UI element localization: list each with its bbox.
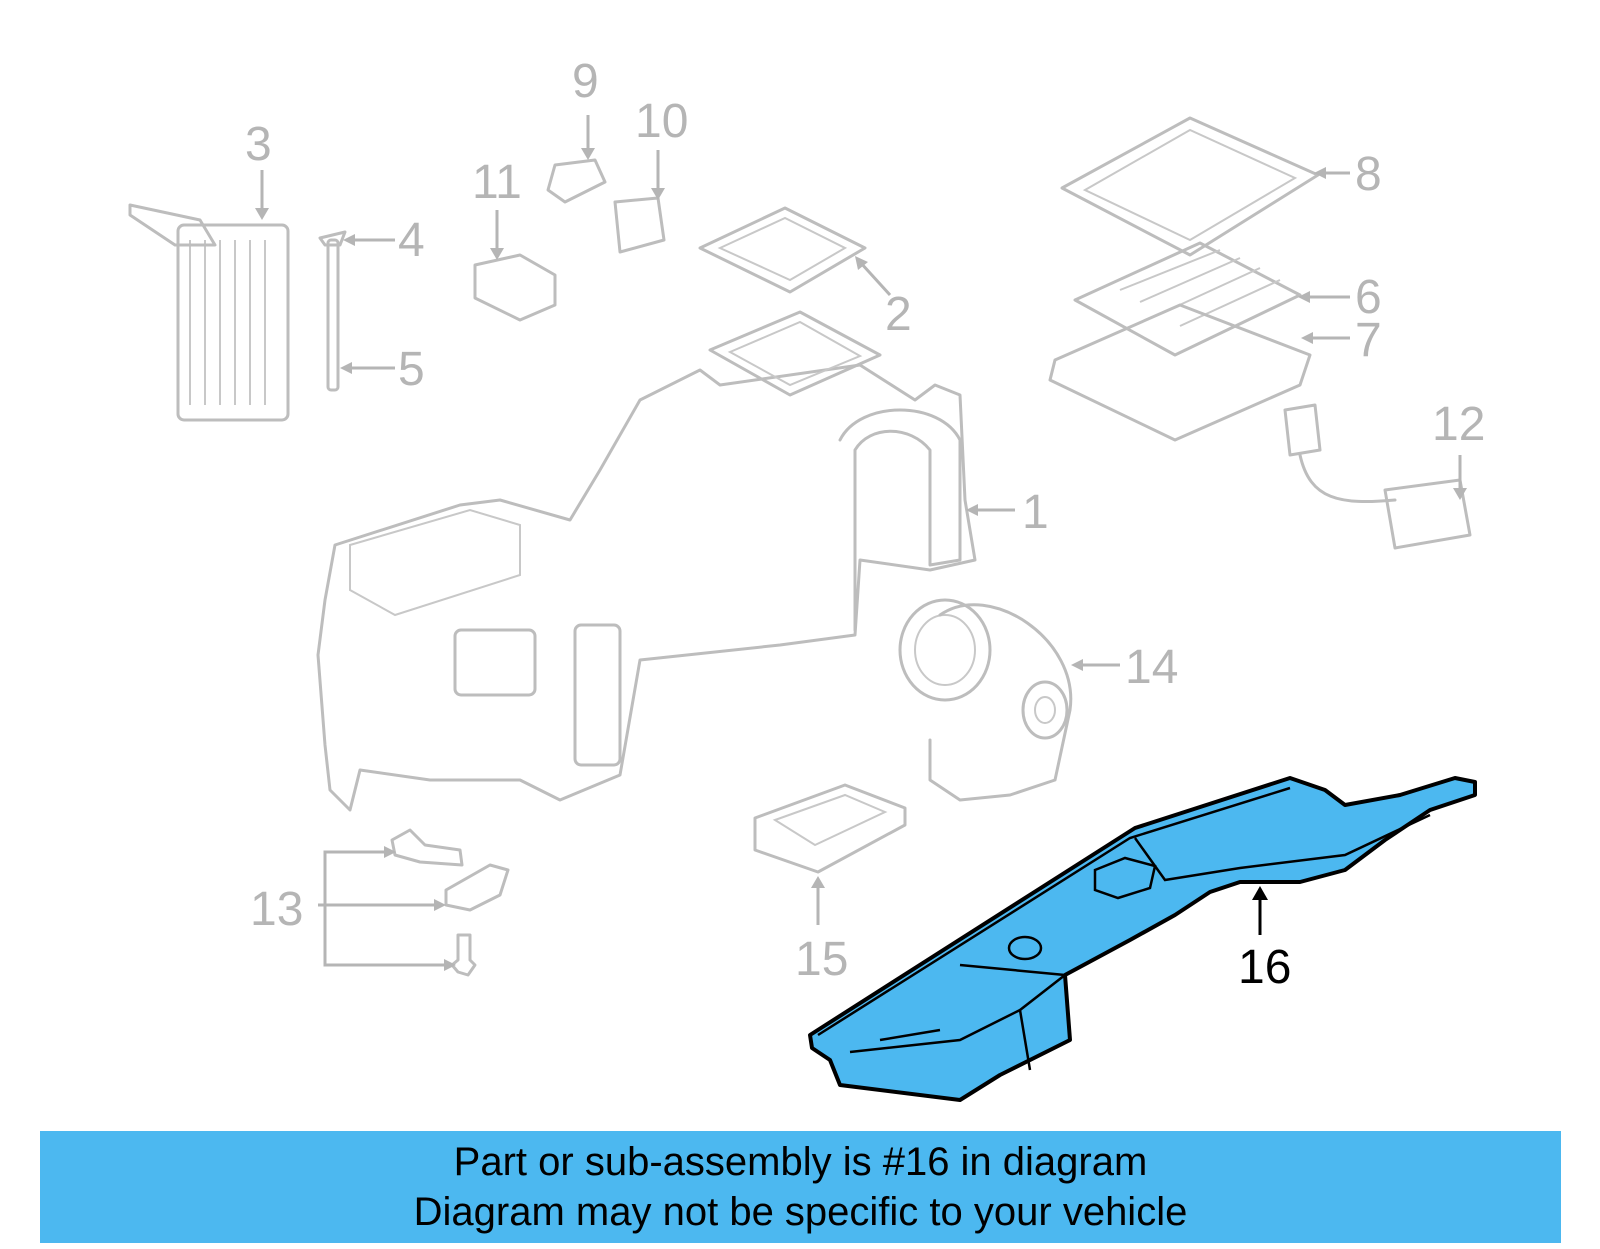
- part-14-blower-motor[interactable]: [898, 598, 1073, 802]
- callout-11: 11: [472, 156, 522, 209]
- part-7-filter-housing[interactable]: [1048, 303, 1312, 442]
- callout-12: 12: [1432, 398, 1485, 451]
- leader-13: [318, 850, 450, 967]
- part-16-floor-duct[interactable]: [808, 776, 1477, 1102]
- callout-10: 10: [635, 95, 688, 148]
- part-1-hvac-case[interactable]: [316, 310, 977, 812]
- part-9-actuator-clip[interactable]: [546, 158, 607, 204]
- part-3-heater-core[interactable]: [128, 203, 290, 422]
- leader-16-arrowhead: [1252, 886, 1268, 900]
- part-15-bracket[interactable]: [753, 783, 907, 874]
- callout-13: 13: [250, 883, 303, 936]
- caption-line-2: Diagram may not be specific to your vehi…: [413, 1190, 1188, 1234]
- callout-5: 5: [398, 343, 425, 396]
- arrowheads: [255, 148, 1467, 971]
- callout-14: 14: [1125, 641, 1178, 694]
- callout-8: 8: [1355, 148, 1382, 201]
- part-4-5-rod[interactable]: [318, 230, 347, 392]
- callout-4: 4: [398, 214, 425, 267]
- part-16-body[interactable]: [808, 776, 1477, 1102]
- part-10-sensor[interactable]: [613, 196, 666, 254]
- callout-1: 1: [1022, 486, 1049, 539]
- callout-16: 16: [1238, 941, 1291, 994]
- callout-3: 3: [245, 118, 272, 171]
- callout-2: 2: [885, 288, 912, 341]
- caption-banner: Part or sub-assembly is #16 in diagram D…: [40, 1131, 1561, 1243]
- part-2-gasket[interactable]: [698, 206, 867, 294]
- parts-diagram: 3 4 5 9 10 11 2 8 6: [128, 55, 1485, 1102]
- callout-6: 6: [1355, 271, 1382, 324]
- part-12-actuator-harness[interactable]: [1283, 403, 1472, 550]
- leader-2: [858, 260, 892, 297]
- caption-line-1: Part or sub-assembly is #16 in diagram: [453, 1140, 1148, 1184]
- callout-9: 9: [572, 55, 599, 108]
- callout-15: 15: [795, 933, 848, 986]
- part-11-duct[interactable]: [473, 253, 557, 322]
- part-8-filter-cover[interactable]: [1060, 116, 1320, 257]
- callout-7: 7: [1355, 314, 1382, 367]
- part-13-fasteners[interactable]: [390, 828, 510, 977]
